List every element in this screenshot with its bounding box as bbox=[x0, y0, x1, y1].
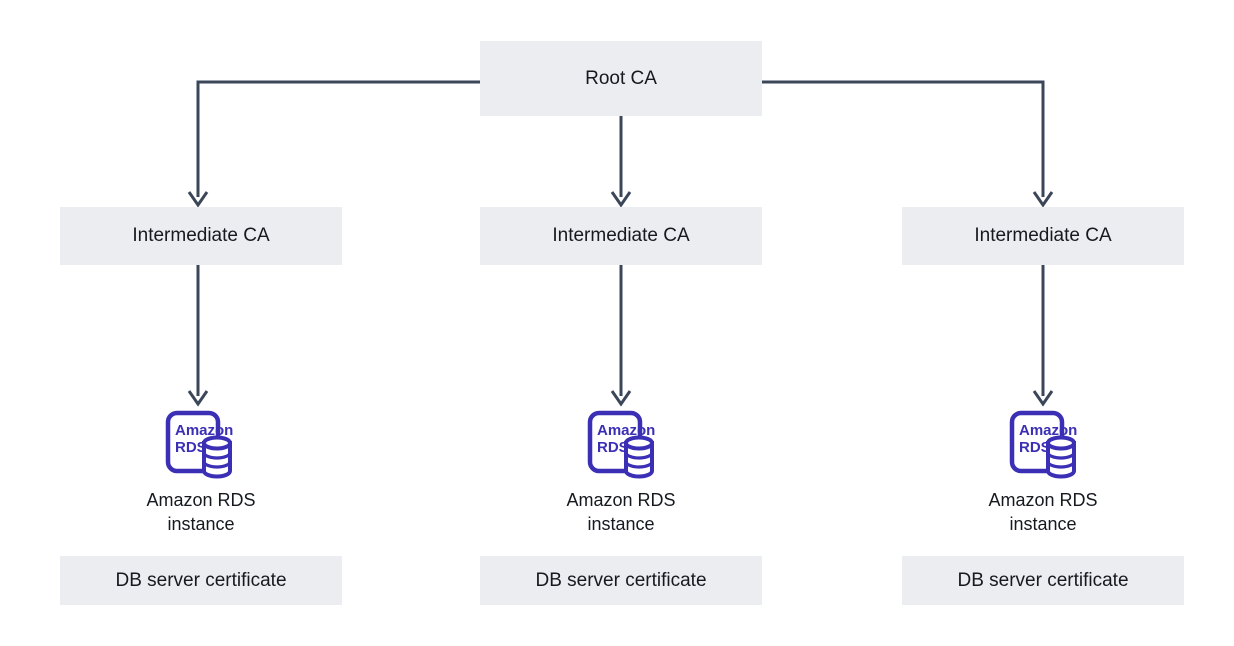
arrowhead-to-intermediate-1 bbox=[187, 191, 209, 208]
arrowhead-to-rds-3 bbox=[1032, 390, 1054, 407]
svg-text:Amazon: Amazon bbox=[175, 422, 233, 439]
rds-instance-caption-3: Amazon RDS instance bbox=[988, 490, 1098, 535]
db-server-certificate-box-3: DB server certificate bbox=[902, 556, 1184, 605]
rds-instance-caption-1: Amazon RDS instance bbox=[146, 490, 256, 535]
svg-text:Amazon: Amazon bbox=[1019, 422, 1077, 439]
arrowhead-to-rds-2 bbox=[610, 390, 632, 407]
db-server-certificate-box-2: DB server certificate bbox=[480, 556, 762, 605]
db-server-certificate-label-3: DB server certificate bbox=[957, 569, 1129, 591]
db-server-certificate-label-2: DB server certificate bbox=[535, 569, 707, 591]
svg-text:Amazon: Amazon bbox=[597, 422, 655, 439]
intermediate-ca-box-2: Intermediate CA bbox=[480, 207, 762, 265]
intermediate-ca-box-1: Intermediate CA bbox=[60, 207, 342, 265]
root-ca-label: Root CA bbox=[585, 67, 657, 89]
amazon-rds-icon-1: Amazon RDS bbox=[163, 408, 235, 480]
svg-text:RDS: RDS bbox=[175, 439, 207, 456]
amazon-rds-icon-2: Amazon RDS bbox=[585, 408, 657, 480]
connector-root-to-intermediate-3 bbox=[762, 80, 1045, 197]
intermediate-ca-label-1: Intermediate CA bbox=[132, 225, 270, 247]
db-server-certificate-box-1: DB server certificate bbox=[60, 556, 342, 605]
intermediate-ca-label-2: Intermediate CA bbox=[552, 225, 690, 247]
amazon-rds-icon-3: Amazon RDS bbox=[1007, 408, 1079, 480]
arrowhead-to-intermediate-2 bbox=[610, 191, 632, 208]
arrowhead-to-intermediate-3 bbox=[1032, 191, 1054, 208]
rds-instance-caption-2: Amazon RDS instance bbox=[566, 490, 676, 535]
arrowhead-to-rds-1 bbox=[187, 390, 209, 407]
svg-text:RDS: RDS bbox=[597, 439, 629, 456]
svg-text:RDS: RDS bbox=[1019, 439, 1051, 456]
root-ca-box: Root CA bbox=[480, 41, 762, 116]
connector-root-to-intermediate-1 bbox=[196, 80, 480, 197]
intermediate-ca-box-3: Intermediate CA bbox=[902, 207, 1184, 265]
db-server-certificate-label-1: DB server certificate bbox=[115, 569, 287, 591]
intermediate-ca-label-3: Intermediate CA bbox=[974, 225, 1112, 247]
